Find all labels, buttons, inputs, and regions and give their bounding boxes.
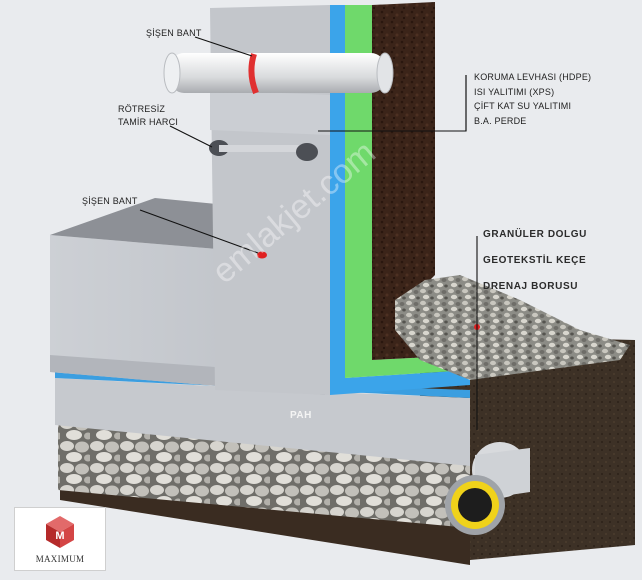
repair-mortar-joint (209, 140, 318, 161)
granular-fill (395, 275, 630, 380)
layer-label-hdpe: KORUMA LEVHASI (HDPE) (474, 72, 592, 82)
cube-logo-icon: M (46, 516, 74, 548)
hdpe-protection-layer (372, 2, 470, 360)
drainage-label-fill: GRANÜLER DOLGU (483, 229, 587, 240)
sealing-band-marker (257, 251, 267, 259)
foundation-slab (55, 378, 470, 466)
label-sisen-bant-top: ŞİŞEN BANT (146, 28, 202, 38)
layer-label-waterproofing: ÇİFT KAT SU YALITIMI (474, 101, 572, 111)
label-sisen-bant-mid: ŞİŞEN BANT (82, 196, 138, 206)
drainage-label-geotextile: GEOTEKSTİL KEÇE (483, 255, 587, 266)
label-tamir-harci: TAMİR HARCI (118, 117, 179, 127)
logo: M MAXIMUM (14, 507, 106, 571)
layer-label-wall: B.A. PERDE (474, 115, 527, 126)
label-rotresiz: RÖTRESİZ (118, 104, 166, 114)
drainage-label-pipe: DRENAJ BORUSU (483, 281, 579, 292)
logo-letter: M (55, 530, 64, 542)
drainage-labels: GRANÜLER DOLGU GEOTEKSTİL KEÇE DRENAJ BO… (483, 222, 587, 300)
drainage-pipe (445, 442, 530, 535)
label-pah: PAH (290, 410, 312, 421)
sealing-band-ring (248, 53, 259, 95)
xps-insulation-layer (345, 5, 470, 378)
layer-label-xps: ISI YALITIMI (XPS) (474, 86, 555, 97)
upper-wall-joint (210, 90, 330, 135)
waterproofing-layer (330, 5, 470, 395)
logo-name: MAXIMUM (35, 554, 85, 564)
wall-penetration-pipe (163, 52, 394, 95)
layer-labels: KORUMA LEVHASI (HDPE) ISI YALITIMI (XPS)… (474, 70, 591, 128)
